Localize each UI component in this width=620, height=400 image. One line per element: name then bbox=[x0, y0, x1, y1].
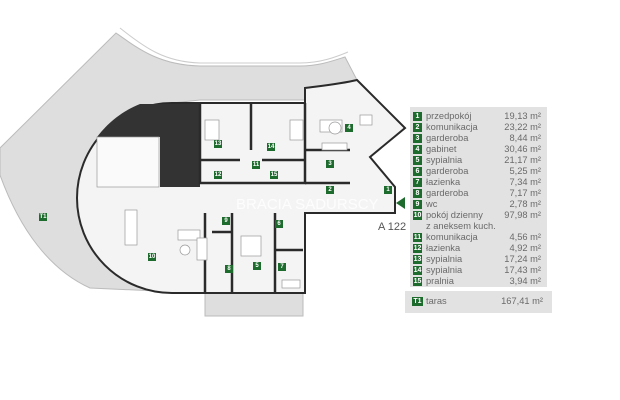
room-marker-4: 4 bbox=[345, 124, 353, 132]
room-marker-13: 13 bbox=[214, 140, 222, 148]
room-marker-7: 7 bbox=[278, 263, 286, 271]
entrance-arrow-icon bbox=[396, 197, 405, 209]
stairwell-hatch bbox=[97, 104, 200, 187]
terrace-edge bbox=[119, 27, 349, 64]
legend-row-continuation: z aneksem kuch. bbox=[426, 221, 496, 231]
room-marker-2: 2 bbox=[326, 186, 334, 194]
kitchen-block bbox=[96, 136, 160, 188]
interior-walls bbox=[198, 103, 350, 293]
room-marker-3: 3 bbox=[326, 160, 334, 168]
room-marker-10: 10 bbox=[148, 253, 156, 261]
room-marker-5: 5 bbox=[253, 262, 261, 270]
room-marker-9: 9 bbox=[222, 217, 230, 225]
room-marker-8: 8 bbox=[225, 265, 233, 273]
room-marker-11: 11 bbox=[252, 161, 260, 169]
room-marker-6: 6 bbox=[275, 220, 283, 228]
room-marker-15: 15 bbox=[270, 171, 278, 179]
apartment-code: A 122 bbox=[378, 221, 407, 233]
room-marker-14: 14 bbox=[267, 143, 275, 151]
room-marker-t1: T1 bbox=[39, 213, 47, 221]
room-marker-12: 12 bbox=[214, 171, 222, 179]
watermark: BRACIA SADURSCY bbox=[236, 196, 379, 213]
room-marker-1: 1 bbox=[384, 186, 392, 194]
furniture bbox=[124, 114, 373, 289]
